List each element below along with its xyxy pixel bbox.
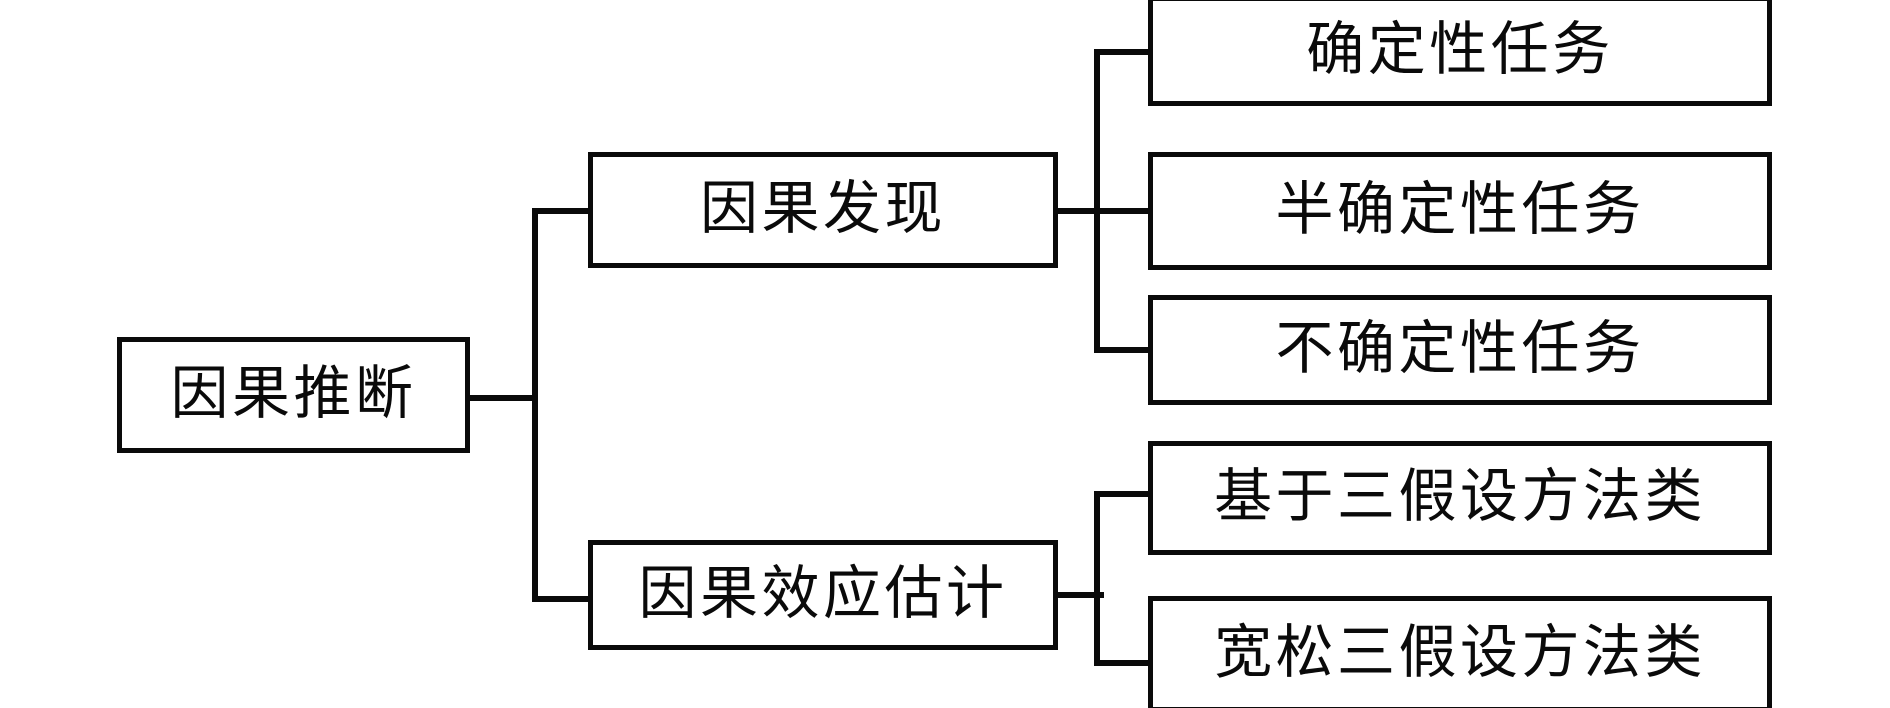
node-causal-effect-estimation[interactable]: 因果效应估计 bbox=[588, 540, 1058, 650]
connector-to-relaxed-three-assumption-methods bbox=[1094, 660, 1152, 666]
node-semi-deterministic-task[interactable]: 半确定性任务 bbox=[1148, 152, 1772, 270]
node-causal-inference-label: 因果推断 bbox=[170, 360, 417, 426]
node-three-assumption-methods[interactable]: 基于三假设方法类 bbox=[1148, 441, 1772, 555]
connector-to-non-deterministic-task bbox=[1094, 347, 1152, 353]
connector-root-stub bbox=[468, 395, 538, 401]
node-relaxed-three-assumption-methods-label: 宽松三假设方法类 bbox=[1214, 619, 1706, 685]
connector-root-to-causal-effect-estimation bbox=[532, 596, 590, 602]
node-deterministic-task-label: 确定性任务 bbox=[1306, 16, 1614, 82]
connector-causal-discovery-stub bbox=[1054, 208, 1104, 214]
node-non-deterministic-task-label: 不确定性任务 bbox=[1275, 315, 1645, 381]
connector-to-three-assumption-methods bbox=[1094, 491, 1152, 497]
node-causal-effect-estimation-label: 因果效应估计 bbox=[638, 560, 1008, 626]
connector-to-deterministic-task bbox=[1094, 49, 1152, 55]
node-semi-deterministic-task-label: 半确定性任务 bbox=[1275, 176, 1645, 242]
node-relaxed-three-assumption-methods[interactable]: 宽松三假设方法类 bbox=[1148, 596, 1772, 708]
node-deterministic-task[interactable]: 确定性任务 bbox=[1148, 0, 1772, 106]
connector-causal-discovery-spine bbox=[1094, 49, 1100, 353]
connector-root-spine bbox=[532, 208, 538, 602]
connector-causal-effect-estimation-spine bbox=[1094, 491, 1100, 666]
connector-causal-effect-estimation-stub bbox=[1054, 592, 1104, 598]
connector-to-semi-deterministic-task bbox=[1094, 208, 1152, 214]
node-causal-inference[interactable]: 因果推断 bbox=[117, 337, 470, 453]
node-three-assumption-methods-label: 基于三假设方法类 bbox=[1214, 463, 1706, 529]
node-causal-discovery-label: 因果发现 bbox=[700, 175, 946, 241]
node-causal-discovery[interactable]: 因果发现 bbox=[588, 152, 1058, 268]
connector-root-to-causal-discovery bbox=[532, 208, 590, 214]
node-non-deterministic-task[interactable]: 不确定性任务 bbox=[1148, 295, 1772, 405]
